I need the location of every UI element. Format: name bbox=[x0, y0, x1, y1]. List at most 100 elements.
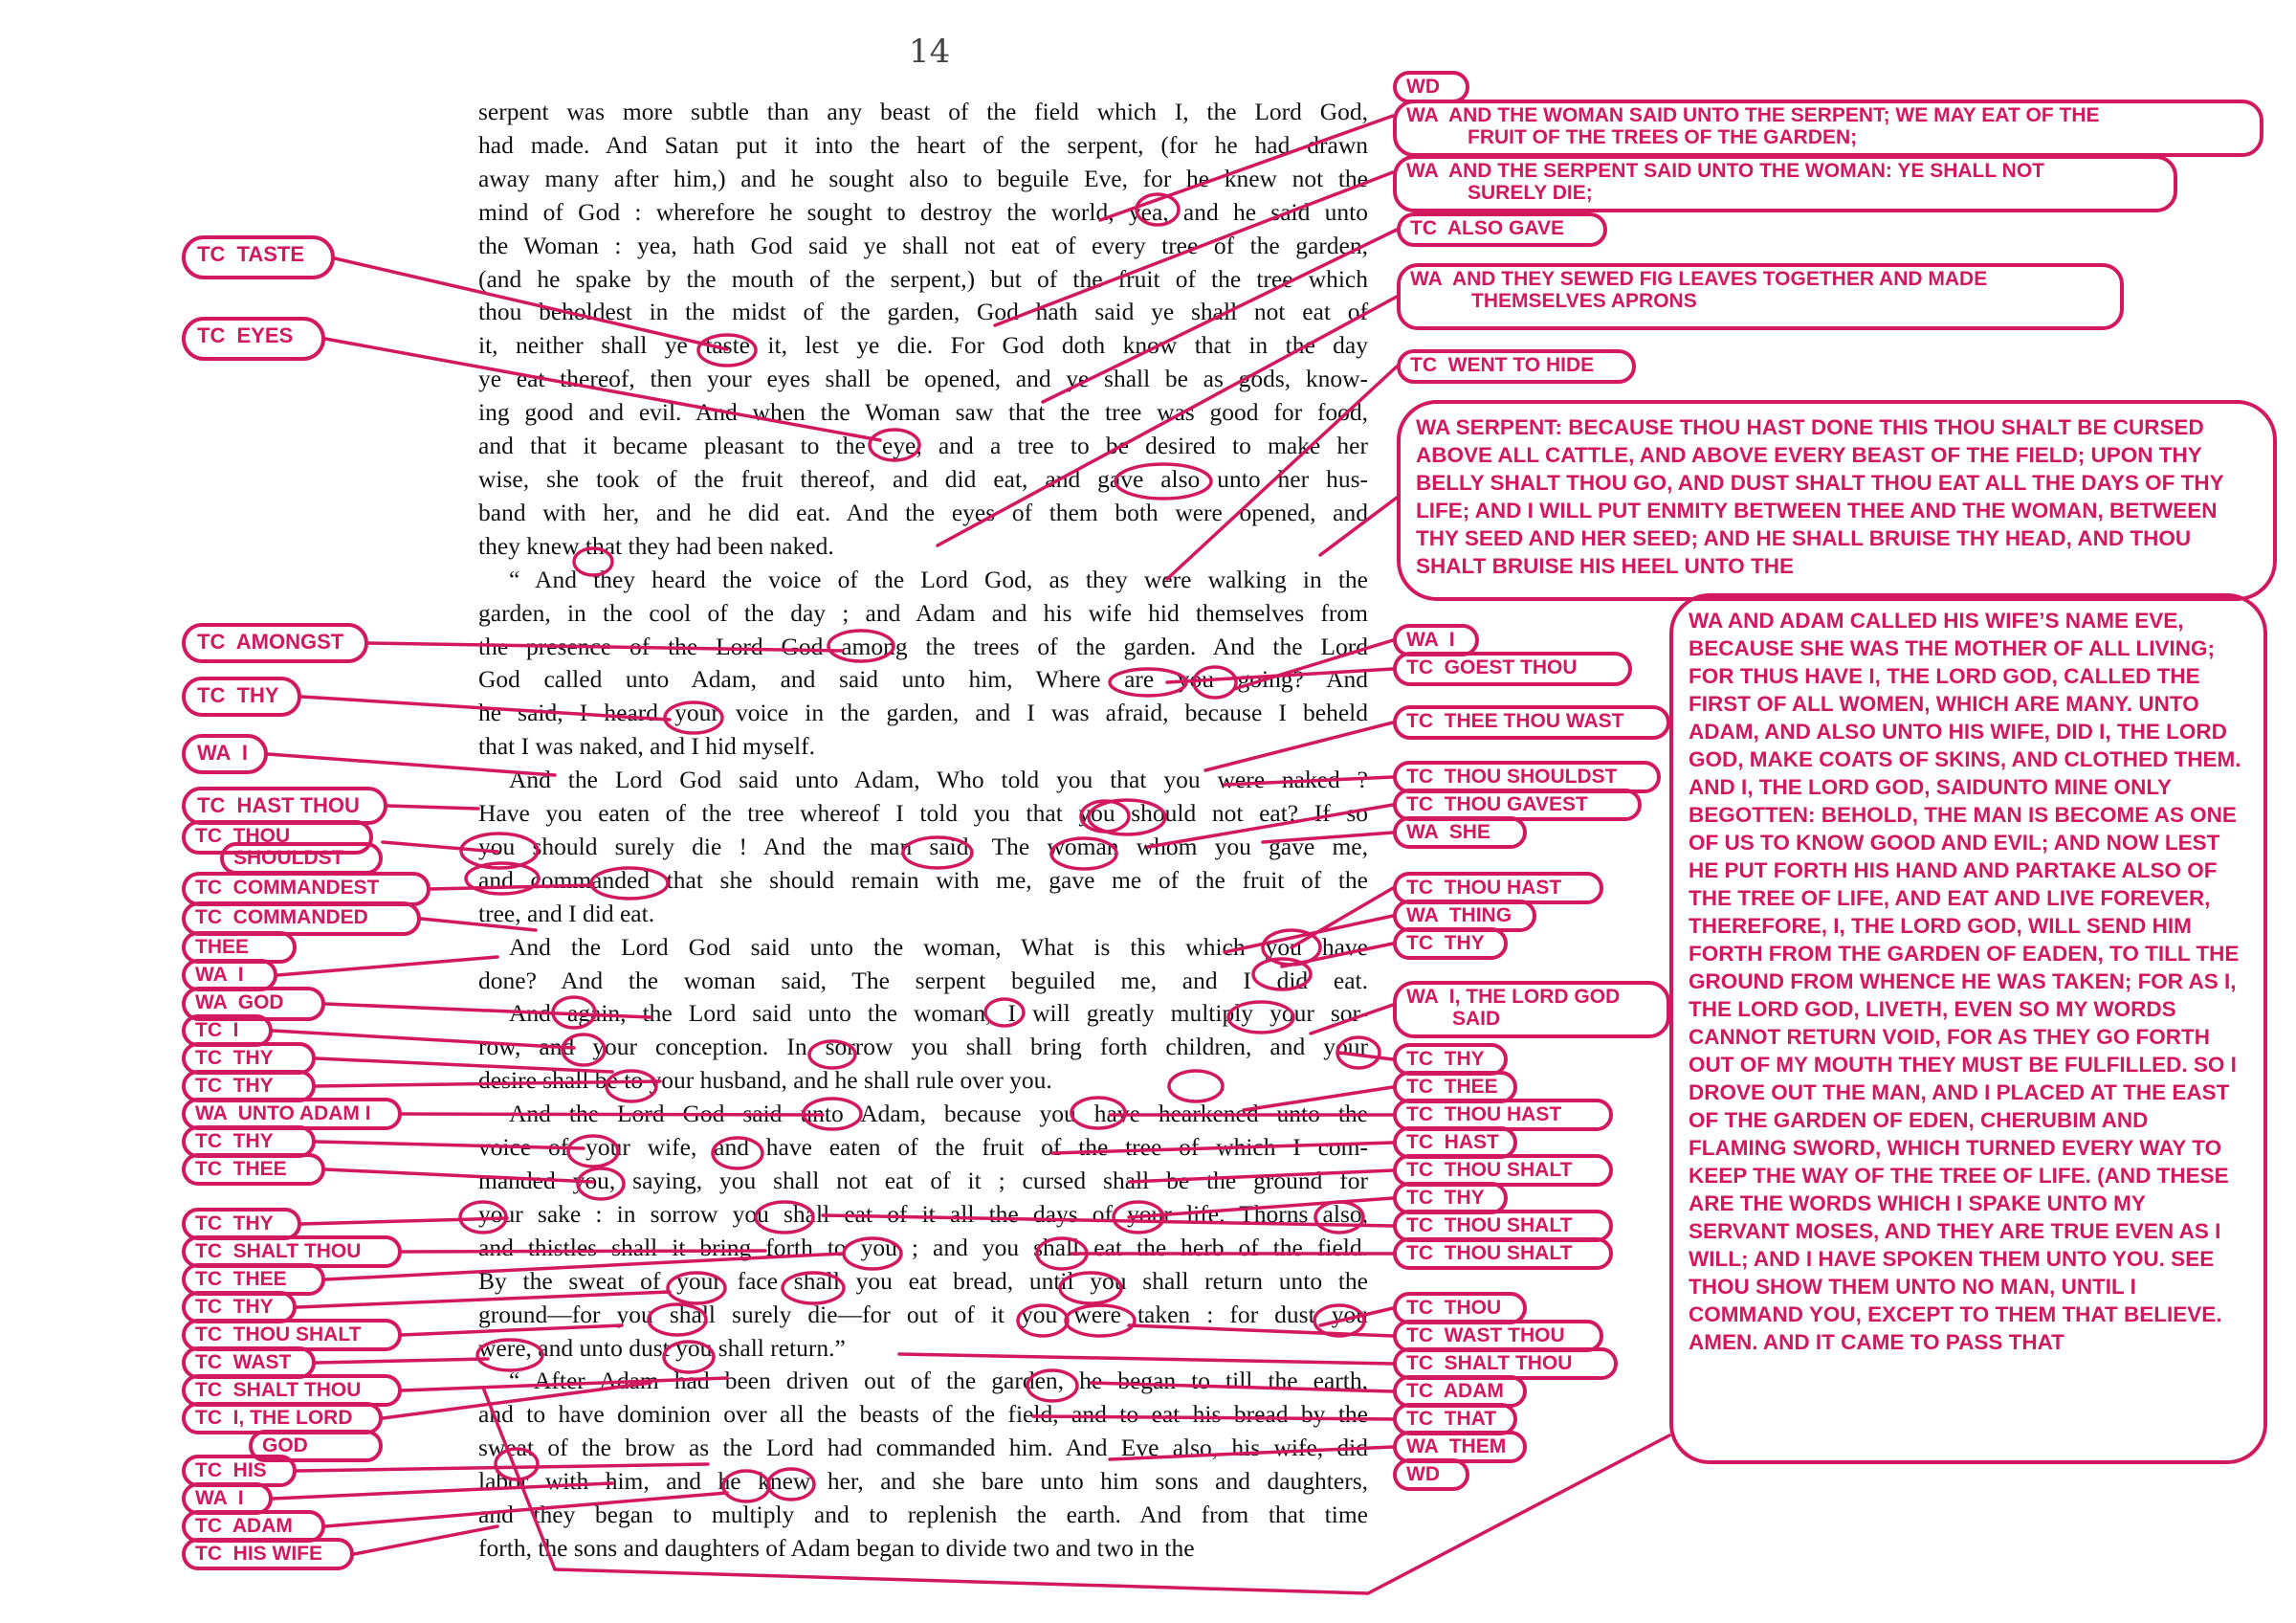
annotation-text: I, THE LORD bbox=[222, 1407, 353, 1429]
annotation-code: TC bbox=[195, 1240, 222, 1262]
text-line: sweat of the brow as the Lord had comman… bbox=[478, 1434, 1368, 1462]
text-line: they knew that they had been naked. bbox=[478, 531, 834, 560]
left-margin-note: TC TASTE bbox=[182, 235, 335, 279]
annotation-text: THING bbox=[1438, 904, 1512, 926]
annotation-text: GOD bbox=[227, 991, 284, 1013]
annotation-text: I bbox=[230, 741, 248, 765]
annotation-text: THEM bbox=[1438, 1435, 1507, 1457]
annotation-text: SHE bbox=[1438, 821, 1490, 843]
annotation-text: THOU SHALT bbox=[222, 1323, 362, 1345]
annotation-code: TC bbox=[1410, 217, 1437, 239]
right-margin-note: TC WENT TO HIDE bbox=[1397, 349, 1636, 384]
text-line: “ After Adam had been driven out of the … bbox=[509, 1367, 1368, 1395]
annotation-code: TC bbox=[197, 683, 226, 707]
left-margin-note: TC HIS WIFE bbox=[182, 1538, 354, 1570]
text-line: mind of God : wherefore he sought to des… bbox=[478, 197, 1368, 226]
left-margin-note: SHOULDST bbox=[220, 842, 383, 875]
annotation-code: TC bbox=[195, 1019, 222, 1041]
annotation-code: TC bbox=[195, 1158, 222, 1180]
text-line: and thistles shall it bring forth to you… bbox=[478, 1233, 1368, 1261]
annotation-text: I, THE LORD GOD bbox=[1438, 986, 1621, 1008]
annotation-code: WA bbox=[195, 1487, 228, 1509]
left-margin-note: TC COMMANDED bbox=[182, 901, 421, 936]
annotation-code: TC bbox=[1406, 1187, 1433, 1209]
text-line: row, and your conception. In sorrow you … bbox=[478, 1033, 1368, 1061]
annotation-text: THY bbox=[1433, 1187, 1485, 1209]
annotation-code: WD bbox=[1406, 76, 1440, 98]
text-line: and commanded that she should remain wit… bbox=[478, 865, 1368, 894]
right-margin-note: TC THOU SHALT bbox=[1393, 1154, 1613, 1187]
annotation-text: THOU GAVEST bbox=[1433, 793, 1588, 815]
text-line: forth, the sons and daughters of Adam be… bbox=[478, 1533, 1195, 1562]
text-line: garden, in the cool of the day ; and Ada… bbox=[478, 598, 1368, 627]
annotation-text: THY bbox=[1433, 1048, 1485, 1070]
text-line: labor with him, and he knew her, and she… bbox=[478, 1467, 1368, 1496]
annotation-text: AND THE WOMAN SAID UNTO THE SERPENT; WE … bbox=[1438, 104, 2100, 126]
annotation-text: I bbox=[227, 964, 244, 986]
right-margin-note: TC THOU SHALT bbox=[1393, 1237, 1613, 1270]
annotation-text: THY bbox=[225, 683, 279, 707]
annotation-text: TASTE bbox=[225, 242, 305, 266]
right-margin-note: WD bbox=[1393, 71, 1469, 103]
text-line: tree, and I did eat. bbox=[478, 899, 655, 927]
right-margin-note: WA AND THE SERPENT SAID UNTO THE WOMAN: … bbox=[1393, 155, 2177, 212]
annotation-code: TC bbox=[195, 1075, 222, 1097]
text-line: ground—for you shall surely die—for out … bbox=[478, 1300, 1368, 1328]
left-margin-note: TC AMONGST bbox=[182, 623, 368, 663]
annotation-code: TC bbox=[195, 1379, 222, 1401]
annotation-code: TC bbox=[195, 1543, 222, 1565]
text-line: were, and unto dust you shall return.” bbox=[478, 1333, 846, 1362]
annotation-text: GOD bbox=[262, 1434, 308, 1456]
annotation-text-line2: SURELY DIE; bbox=[1468, 182, 1593, 204]
right-margin-note: WA AND ADAM CALLED HIS WIFE’S NAME EVE, … bbox=[1669, 593, 2267, 1464]
text-line: ing good and evil. And when the Woman sa… bbox=[478, 398, 1368, 427]
annotation-code: WA bbox=[195, 1102, 228, 1124]
annotation-text: SHALT THOU bbox=[222, 1379, 362, 1401]
right-margin-note: TC ALSO GAVE bbox=[1397, 212, 1607, 247]
connector-line bbox=[352, 1524, 499, 1556]
text-line: voice of your wife, and have eaten of th… bbox=[478, 1133, 1368, 1162]
annotation-text: AND ADAM CALLED HIS WIFE’S NAME EVE, BEC… bbox=[1689, 609, 2241, 1354]
annotation-text: HAST bbox=[1433, 1131, 1499, 1153]
annotation-text: THOU SHALT bbox=[1433, 1214, 1573, 1236]
right-margin-note: TC THEE THOU WAST bbox=[1393, 705, 1670, 740]
annotation-code: TC bbox=[195, 1268, 222, 1290]
text-line: thou beholdest in the midst of the garde… bbox=[478, 298, 1368, 326]
annotation-code: TC bbox=[1406, 1380, 1433, 1402]
annotation-text: THOU bbox=[222, 825, 291, 847]
annotation-code: TC bbox=[195, 906, 222, 928]
annotation-text: THOU bbox=[1433, 1297, 1502, 1319]
annotation-text-line2: FRUIT OF THE TREES OF THE GARDEN; bbox=[1468, 126, 1858, 148]
text-line: it, neither shall ye taste it, lest ye d… bbox=[478, 331, 1368, 360]
annotation-text: THAT bbox=[1433, 1408, 1497, 1430]
annotation-code: TC bbox=[1406, 1324, 1433, 1346]
annotation-code: TC bbox=[195, 1130, 222, 1152]
left-margin-note: TC THY bbox=[182, 1125, 316, 1158]
annotation-code: TC bbox=[197, 630, 226, 654]
annotation-text: I bbox=[1438, 629, 1455, 651]
annotation-text: THEE THOU WAST bbox=[1433, 710, 1624, 732]
right-margin-note: TC THY bbox=[1393, 927, 1508, 960]
text-line: and that it became pleasant to the eye, … bbox=[478, 432, 1368, 460]
annotation-code: TC bbox=[195, 1351, 222, 1373]
right-margin-note: TC GOEST THOU bbox=[1393, 652, 1632, 686]
annotation-code: TC bbox=[1406, 1131, 1433, 1153]
right-margin-note: WA SHE bbox=[1393, 816, 1527, 849]
left-margin-note: GOD bbox=[249, 1430, 383, 1462]
annotation-text: WAST THOU bbox=[1433, 1324, 1565, 1346]
annotation-code: WA bbox=[1416, 415, 1450, 439]
annotation-text: I bbox=[222, 1019, 239, 1041]
annotation-text: SERPENT: BECAUSE THOU HAST DONE THIS THO… bbox=[1416, 415, 2224, 578]
annotation-code: WA bbox=[197, 741, 231, 765]
annotation-text: AND THE SERPENT SAID UNTO THE WOMAN: YE … bbox=[1438, 160, 2044, 182]
text-line: the presence of the Lord God among the t… bbox=[478, 632, 1368, 660]
annotation-code: WA bbox=[1406, 1435, 1439, 1457]
annotation-text: GOEST THOU bbox=[1433, 656, 1578, 678]
annotation-code: TC bbox=[1406, 656, 1433, 678]
right-margin-note: WD bbox=[1393, 1458, 1469, 1491]
annotation-text: THY bbox=[222, 1047, 274, 1069]
annotation-text: SHALT THOU bbox=[1433, 1352, 1573, 1374]
left-margin-note: WA I bbox=[182, 734, 268, 774]
annotation-text: ALSO GAVE bbox=[1437, 217, 1565, 239]
